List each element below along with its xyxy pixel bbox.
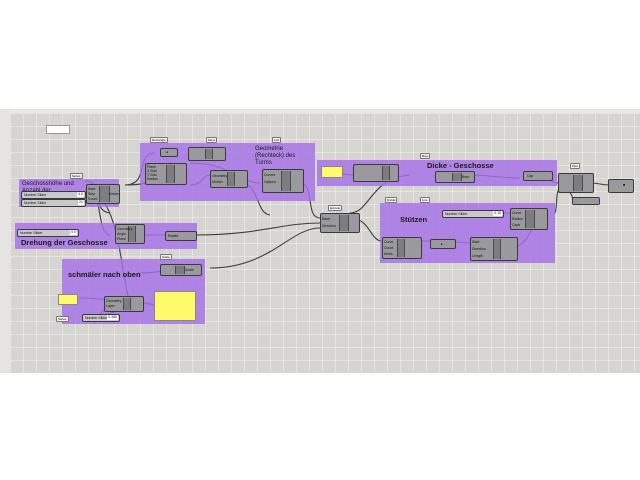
group-geometrie[interactable]: Geometrie (Rechteck) des Turms ● Plane X… [140, 137, 315, 201]
component-tag: Pipe [570, 163, 581, 169]
group-schmaeler[interactable]: schmäler nach oben Scale Geometry Layer … [56, 259, 205, 324]
group-title: Stützen [400, 215, 428, 224]
brep-component[interactable]: Brep [435, 171, 475, 183]
rectangle-component[interactable]: Plane X Size Y Size Radius [145, 163, 187, 185]
component-tag: Loft [272, 137, 282, 143]
slider-label: Number Slider [24, 193, 47, 197]
group-drehung[interactable]: Drehung der Geschosse Number Slider 0.0 … [15, 223, 197, 249]
group-geschosshoehe[interactable]: Geschosshöhe und Anzahl der Geschosse Nu… [19, 179, 120, 207]
preview-icon: ■ [623, 183, 626, 187]
group-title: Dicke - Geschosse [427, 161, 494, 170]
group-stuetzen[interactable]: Stützen Number Slider 0.15 Curve Radius … [380, 203, 555, 263]
loft-component[interactable]: Curves Options [262, 169, 304, 193]
slider-label: Number Slider [20, 231, 43, 235]
slider-label: Number Slider [445, 212, 468, 216]
yellow-panel[interactable] [321, 166, 343, 178]
line-component[interactable]: Start Direction Length [470, 237, 518, 261]
rotate-component[interactable]: Geometry Angle Plane [115, 224, 145, 244]
slider-value[interactable]: 4.0 [77, 192, 84, 197]
move-component[interactable]: Geometry Motion [210, 170, 248, 188]
unit-z-component[interactable]: ▸ [430, 239, 456, 249]
circle-icon: ● [166, 150, 169, 154]
group-title: Drehung der Geschosse [21, 238, 108, 247]
component-tag: Extrude [328, 205, 343, 211]
slider-value[interactable]: 0.0 [70, 230, 77, 235]
group-title: schmäler nach oben [68, 270, 141, 279]
cap-component[interactable]: Cap [523, 171, 553, 181]
panel-tag: Series [56, 316, 69, 322]
wire [194, 222, 321, 236]
slider-value[interactable]: 21 [78, 200, 84, 205]
extrude-component[interactable]: Base Direction [320, 213, 360, 233]
number-slider[interactable]: Number Slider 4.0 [21, 191, 86, 199]
component-tag: Scale [160, 254, 172, 260]
component-tag: Move [206, 137, 218, 143]
component-tag: Divide [385, 197, 398, 203]
component-tag: Brep [420, 153, 431, 159]
scale-component[interactable]: Scale [160, 264, 202, 276]
yellow-panel[interactable] [58, 294, 78, 305]
group-title: Geometrie (Rechteck) des Turms [255, 146, 296, 166]
white-note[interactable] [46, 125, 70, 134]
divide-component[interactable]: Curve Count Kinks [382, 237, 422, 259]
plane-component[interactable] [188, 147, 226, 161]
slider-value[interactable]: 0.380 [107, 315, 118, 320]
arrow-icon: ▸ [441, 242, 443, 246]
point-component[interactable]: ● [160, 148, 178, 157]
canvas-top-edge [0, 109, 640, 113]
component-tag: Series [70, 173, 83, 179]
slider-value[interactable]: 0.15 [493, 211, 502, 216]
output-param[interactable] [572, 197, 600, 205]
component-tag: Rectangle [150, 137, 168, 143]
grasshopper-canvas[interactable]: Geschosshöhe und Anzahl der Geschosse Nu… [10, 113, 640, 373]
join-component[interactable] [558, 173, 594, 193]
preview-component[interactable]: ■ [608, 179, 634, 193]
series-component[interactable]: Start Step Count Series [86, 184, 120, 204]
number-slider[interactable]: Number Slider 0.0 [17, 229, 79, 237]
number-slider[interactable]: Number Slider 21 [21, 199, 86, 207]
wire [209, 227, 321, 269]
slider-label: Number Slider [24, 201, 47, 205]
bake-component[interactable]: Geometry Layer [104, 296, 144, 312]
slider-label: Number Slider [85, 316, 108, 320]
transform-component[interactable]: Rotate [165, 231, 197, 241]
number-slider[interactable]: Number Slider 0.15 [442, 210, 504, 218]
pipe-component[interactable]: Curve Radius Caps [510, 208, 548, 230]
vector-component[interactable] [353, 164, 399, 182]
number-slider[interactable]: Number Slider 0.380 [82, 314, 120, 322]
component-tag: Line [420, 197, 430, 203]
output-panel[interactable] [154, 291, 196, 321]
group-dicke[interactable]: Dicke - Geschosse Brep Cap [317, 160, 557, 186]
canvas-left-edge [0, 109, 10, 373]
